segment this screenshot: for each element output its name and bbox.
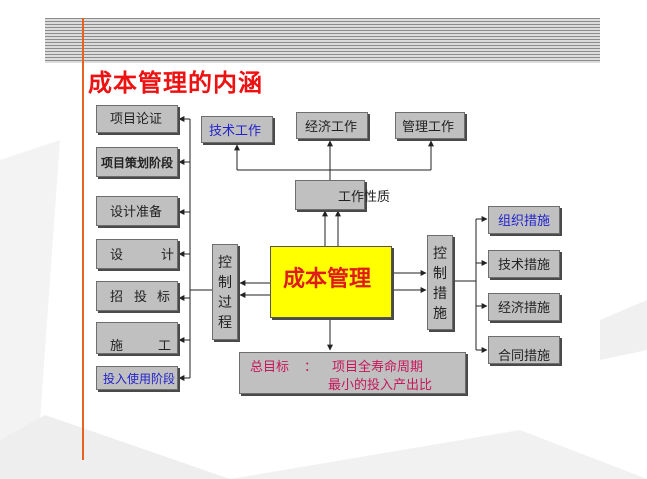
stage-design: 设 计 [96, 239, 178, 269]
stage-bidding: 招 投 标 [96, 281, 178, 311]
work-type-label: 技术工作 [209, 124, 262, 139]
stage-label-part: 投 [134, 290, 148, 305]
stage-label-part: 计 [161, 248, 175, 263]
work-type-label: 经济工作 [305, 120, 358, 135]
measure-contract: 合同措施 [488, 336, 560, 364]
stage-label-part: 施 [110, 339, 124, 354]
stage-operation: 投入使用阶段 [96, 366, 178, 390]
goal-label: 总目标 [250, 360, 290, 375]
work-type-label: 管理工作 [402, 120, 455, 135]
goal-colon: ： [304, 360, 318, 375]
page-title: 成本管理的内涵 [88, 69, 263, 97]
stage-label-part: 工 [158, 339, 172, 354]
stage-label: 设计准备 [110, 205, 163, 220]
measure-label: 合同措施 [498, 349, 551, 364]
stage-label: 投入使用阶段 [103, 372, 176, 386]
stage-label-part: 标 [157, 290, 171, 305]
stage-label: 项目策划阶段 [101, 156, 174, 170]
control-measures-label: 控 制 措 施 [433, 246, 447, 322]
header-bar [45, 18, 600, 63]
left-accent-line [82, 18, 84, 460]
measure-label: 组织措施 [498, 214, 551, 229]
measure-technical: 技术措施 [488, 250, 560, 278]
stage-label: 项目论证 [110, 112, 163, 127]
work-nature-box: 工作性质 [295, 180, 390, 210]
stage-construction: 施 工 [96, 322, 178, 354]
work-type-management: 管理工作 [395, 112, 465, 139]
goal-text-line-2: 最小的投入产出比 [328, 378, 433, 393]
stage-label-part: 招 [110, 290, 124, 305]
stage-project-planning: 项目策划阶段 [96, 147, 178, 177]
stage-design-preparation: 设计准备 [96, 196, 178, 226]
work-type-economic: 经济工作 [296, 112, 368, 139]
measure-label: 技术措施 [498, 258, 551, 273]
work-type-technical: 技术工作 [201, 116, 273, 143]
control-process-label: 控 制 过 程 [218, 255, 232, 331]
stage-project-demonstration: 项目论证 [96, 105, 178, 133]
measure-label: 经济措施 [498, 301, 551, 316]
measure-organizational: 组织措施 [488, 206, 560, 234]
work-nature-label: 工作性质 [338, 190, 391, 205]
core-label: 成本管理 [283, 267, 372, 292]
cost-management-core: 成本管理 [270, 246, 392, 318]
control-process-box: 控 制 过 程 [212, 244, 238, 340]
control-measures-box: 控 制 措 施 [427, 235, 453, 330]
goal-text-line-1: 项目全寿命周期 [332, 360, 424, 375]
measure-economic: 经济措施 [488, 293, 560, 321]
overall-goal-box: 总目标 ： 项目全寿命周期 最小的投入产出比 [239, 352, 466, 394]
stage-label-part: 设 [110, 248, 124, 263]
